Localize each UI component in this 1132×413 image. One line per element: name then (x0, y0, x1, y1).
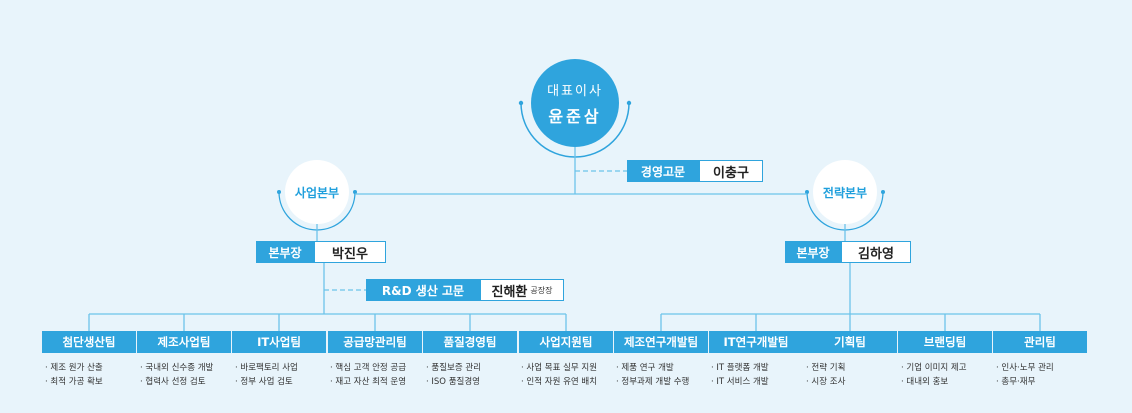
team-0: 첨단생산팀 (42, 331, 136, 353)
duty-item: 시장 조사 (806, 375, 845, 389)
team-5: 사업지원팀 (519, 331, 613, 353)
ceo-node: 대표이사 윤준삼 (531, 59, 619, 147)
team-10-duties: 인사·노무 관리 총무·재무 (996, 361, 1054, 389)
division-strategy-name: 전략본부 (822, 185, 868, 200)
duty-item: 대내외 홍보 (901, 375, 967, 389)
division-strategy-head-name: 김하영 (841, 241, 911, 263)
team-5-duties: 사업 목표 실무 지원 인적 자원 유연 배치 (521, 361, 597, 389)
duty-item: IT 플랫폼 개발 (711, 361, 768, 375)
team-2: IT사업팀 (232, 331, 326, 353)
advisor-label: 경영고문 (627, 160, 699, 182)
team-6: 제조연구개발팀 (614, 331, 708, 353)
team-4: 품질경영팀 (423, 331, 517, 353)
team-8: 기획팀 (803, 331, 897, 353)
ceo-title: 대표이사 (547, 83, 603, 99)
duty-item: 정부과제 개발 수행 (616, 375, 689, 389)
team-3-duties: 핵심 고객 안정 공급 재고 자산 최적 운영 (330, 361, 406, 389)
division-strategy-head-label: 본부장 (785, 241, 841, 263)
duty-item: 품질보증 관리 (426, 361, 481, 375)
duty-item: 총무·재무 (996, 375, 1054, 389)
division-strategy-head: 본부장 김하영 (785, 241, 911, 263)
duty-item: 최적 가공 확보 (45, 375, 102, 389)
duty-item: 협력사 선정 검토 (140, 375, 213, 389)
team-1: 제조사업팀 (137, 331, 231, 353)
team-2-duties: 바로팩토리 사업 정부 사업 검토 (235, 361, 298, 389)
division-left-arc-dot-left (277, 190, 281, 194)
team-7: IT연구개발팀 (709, 331, 803, 353)
team-9-duties: 기업 이미지 제고 대내외 홍보 (901, 361, 967, 389)
ceo-name: 윤준삼 (548, 106, 602, 126)
rd-advisor-name-box: 진해환 공장장 (480, 279, 564, 301)
duty-item: 국내외 신수종 개발 (140, 361, 213, 375)
duty-item: 바로팩토리 사업 (235, 361, 297, 375)
duty-item: 제품 연구 개발 (616, 361, 689, 375)
division-left-arc-dot-right (353, 190, 357, 194)
rd-advisor-name: 진해환 (491, 284, 528, 300)
advisor-box: 경영고문 이충구 (627, 160, 763, 182)
ceo-arc-dot-left (518, 100, 524, 106)
duty-item: 기업 이미지 제고 (901, 361, 966, 375)
rd-advisor-box: R&D 생산 고문 진해환 공장장 (366, 279, 564, 301)
division-business-head-name: 박진우 (314, 241, 386, 263)
division-strategy: 전략본부 (813, 160, 877, 224)
division-business-head-label: 본부장 (256, 241, 314, 263)
division-right-arc-dot-right (881, 190, 885, 194)
team-0-duties: 제조 원가 산출 최적 가공 확보 (45, 361, 102, 389)
team-9: 브랜딩팀 (898, 331, 992, 353)
duty-item: 사업 목표 실무 지원 (521, 361, 597, 375)
division-business-name: 사업본부 (294, 185, 340, 200)
rd-advisor-label: R&D 생산 고문 (366, 279, 480, 301)
ceo-arc-dot-right (626, 100, 632, 106)
division-business: 사업본부 (285, 160, 349, 224)
team-4-duties: 품질보증 관리 ISO 품질경영 (426, 361, 481, 389)
team-1-duties: 국내외 신수종 개발 협력사 선정 검토 (140, 361, 213, 389)
advisor-name: 이충구 (699, 160, 763, 182)
duty-item: 전략 기획 (806, 361, 845, 375)
duty-item: 정부 사업 검토 (235, 375, 298, 389)
division-right-arc-dot-left (805, 190, 809, 194)
duty-item: 제조 원가 산출 (45, 361, 102, 375)
duty-item: 인적 자원 유연 배치 (521, 375, 597, 389)
duty-item: IT 서비스 개발 (711, 375, 768, 389)
rd-advisor-title: 공장장 (530, 285, 553, 295)
team-6-duties: 제품 연구 개발 정부과제 개발 수행 (616, 361, 689, 389)
team-10: 관리팀 (993, 331, 1087, 353)
duty-item: 재고 자산 최적 운영 (330, 375, 406, 389)
team-8-duties: 전략 기획 시장 조사 (806, 361, 845, 389)
team-3: 공급망관리팀 (328, 331, 422, 353)
team-7-duties: IT 플랫폼 개발 IT 서비스 개발 (711, 361, 768, 389)
division-business-head: 본부장 박진우 (256, 241, 386, 263)
duty-item: ISO 품질경영 (426, 375, 481, 389)
duty-item: 핵심 고객 안정 공급 (330, 361, 406, 375)
duty-item: 인사·노무 관리 (996, 361, 1053, 375)
